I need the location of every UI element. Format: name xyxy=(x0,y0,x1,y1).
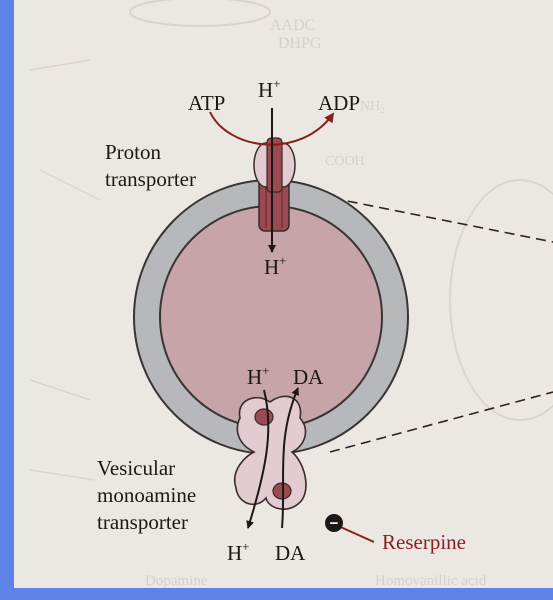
atp-label: ATP xyxy=(188,91,225,115)
da-vmat-outside-label: DA xyxy=(275,541,306,565)
vesicle-diagram: AADC DHPG NH₂ COOH Dopamine Homovanillic… xyxy=(14,0,553,588)
faded-text-5: Dopamine xyxy=(145,573,208,588)
figure-panel: AADC DHPG NH₂ COOH Dopamine Homovanillic… xyxy=(14,0,553,588)
vmat-label-line3: transporter xyxy=(97,510,188,534)
vmat-label-line1: Vesicular xyxy=(97,456,175,480)
faded-text-1: AADC xyxy=(270,17,315,34)
proton-transporter-stalk xyxy=(267,138,282,192)
faded-text-3: NH₂ xyxy=(360,99,385,114)
proton-transporter xyxy=(254,138,295,231)
faded-text-4: COOH xyxy=(325,154,365,169)
faded-text-6: Homovanillic acid xyxy=(375,573,487,588)
da-vmat-inside-label: DA xyxy=(293,365,324,389)
proton-label-line2: transporter xyxy=(105,167,196,191)
h-plus-vmat-outside-label: H+ xyxy=(227,539,250,565)
faded-text-2: DHPG xyxy=(278,35,322,52)
adp-label: ADP xyxy=(318,91,360,115)
h-plus-top-label: H+ xyxy=(258,76,281,102)
proton-label-line1: Proton xyxy=(105,140,162,164)
vmat-label-line2: monoamine xyxy=(97,483,196,507)
inhibition-minus: − xyxy=(330,515,339,532)
reserpine-label: Reserpine xyxy=(382,530,466,554)
vmat-da-binding-site xyxy=(273,483,291,499)
vmat-h-binding-site xyxy=(255,409,273,425)
